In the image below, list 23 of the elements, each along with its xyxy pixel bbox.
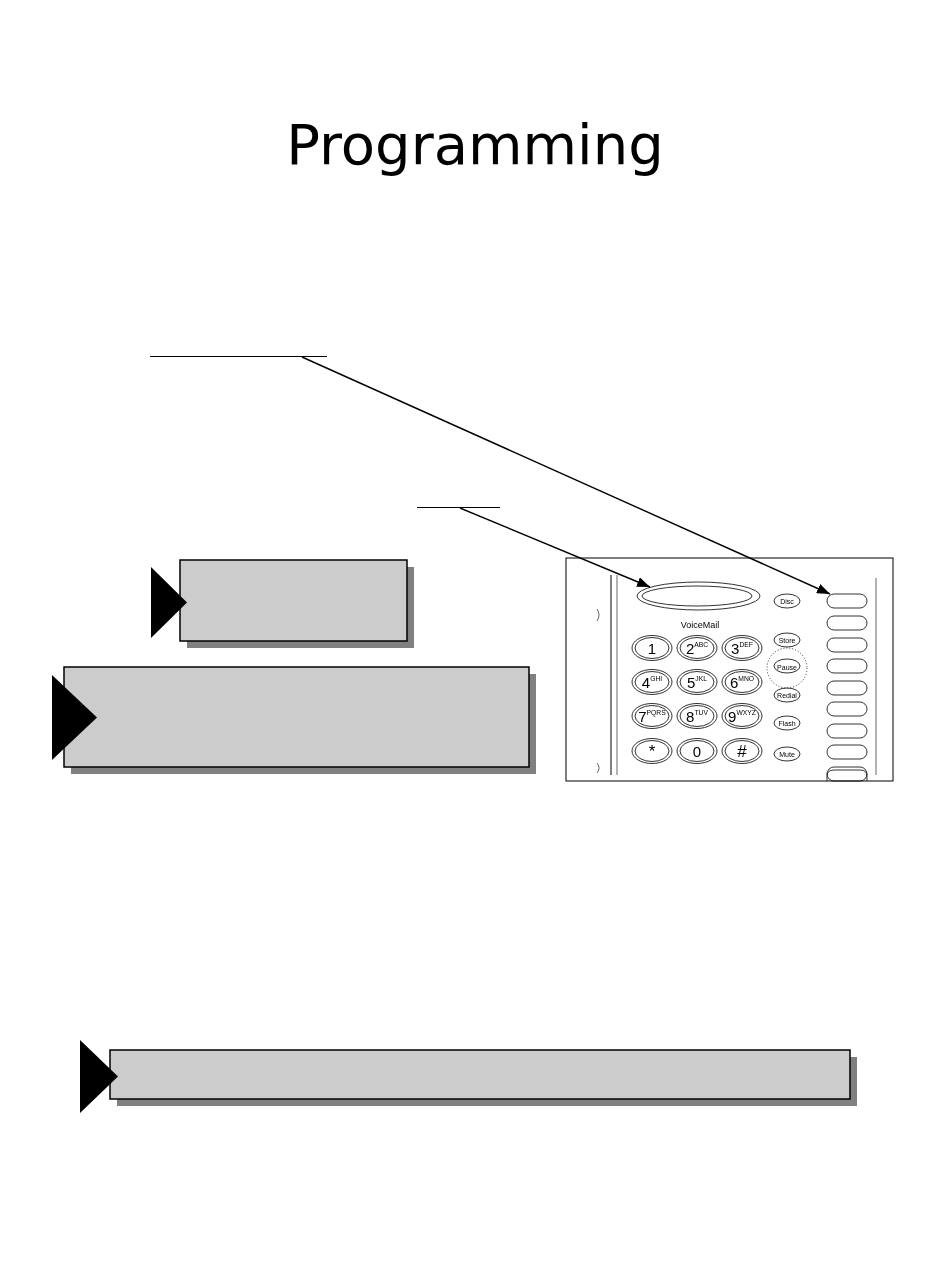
key-label: 8$^{TUV}$ bbox=[686, 708, 708, 724]
leader-underline bbox=[150, 356, 327, 357]
key-label: * bbox=[648, 742, 656, 760]
key-label: 5$^{JKL}$ bbox=[687, 674, 707, 690]
key-label: 4$^{GHI}$ bbox=[641, 674, 663, 690]
key-label: 0 bbox=[692, 743, 702, 759]
callout-box bbox=[52, 666, 536, 774]
key-label: 3$^{DEF}$ bbox=[731, 640, 753, 656]
leader-underline bbox=[417, 507, 500, 508]
callout-box bbox=[80, 1040, 857, 1113]
leader-line bbox=[301, 356, 831, 595]
key-label: VoiceMail bbox=[680, 620, 720, 630]
leader-line bbox=[459, 507, 651, 588]
callout-box bbox=[151, 559, 414, 648]
page-title: Programming bbox=[285, 112, 665, 177]
display-window bbox=[636, 581, 761, 611]
key-label: 6$^{MNO}$ bbox=[729, 674, 755, 690]
key-label: 1 bbox=[647, 640, 657, 656]
key-label: # bbox=[737, 742, 747, 760]
key-label: 9$^{WXYZ}$ bbox=[728, 708, 756, 724]
key-label: 7$^{PQRS}$ bbox=[638, 708, 666, 724]
programmable-key bbox=[826, 593, 868, 609]
key-label: 2$^{ABC}$ bbox=[685, 640, 709, 656]
